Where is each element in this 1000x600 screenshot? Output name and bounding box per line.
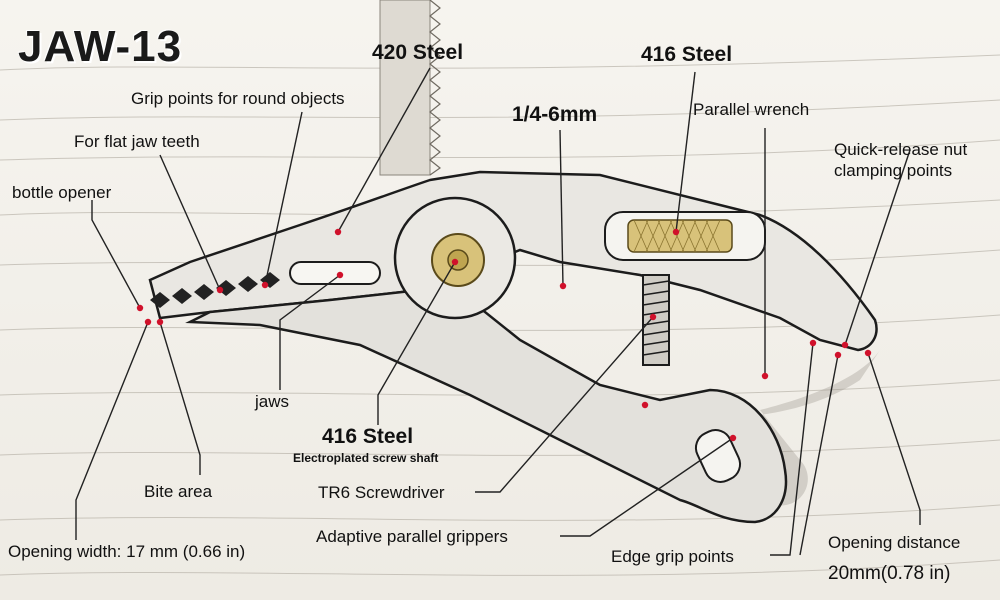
label-bottle-opener: bottle opener [12, 183, 112, 202]
jaw-slot [289, 261, 381, 285]
product-title: JAW-13 [18, 22, 183, 71]
label-jaws: jaws [255, 392, 290, 411]
label-quick-release-line1: Quick-release nut [834, 140, 968, 159]
lower-handle [185, 288, 788, 524]
leader-lines [75, 67, 921, 556]
label-grip-round: Grip points for round objects [131, 89, 345, 108]
label-420-steel: 420 Steel [372, 41, 464, 64]
label-tr6-screwdriver: TR6 Screwdriver [318, 483, 445, 502]
label-opening-distance: Opening distance [828, 533, 961, 552]
threaded-shaft [642, 274, 670, 366]
knurled-roller [627, 219, 733, 253]
label-shaft-note: Electroplated screw shaft [293, 451, 439, 465]
label-flat-jaw-teeth: For flat jaw teeth [74, 132, 200, 151]
gripper-slot [694, 429, 742, 483]
saw-strip [379, 0, 442, 176]
label-416-steel-shaft: 416 Steel [322, 425, 414, 448]
callout-markers [136, 228, 872, 442]
label-size-range: 1/4-6mm [512, 103, 598, 126]
label-quick-release-line2: clamping points [834, 161, 953, 180]
label-opening-width: Opening width: 17 mm (0.66 in) [8, 542, 246, 561]
label-parallel-wrench: Parallel wrench [693, 100, 810, 119]
label-adaptive-grippers: Adaptive parallel grippers [316, 527, 508, 546]
label-opening-distance-value: 20mm(0.78 in) [828, 563, 951, 584]
label-416-steel-top: 416 Steel [641, 43, 733, 66]
label-bite-area: Bite area [144, 482, 213, 501]
label-edge-grip: Edge grip points [611, 547, 734, 566]
